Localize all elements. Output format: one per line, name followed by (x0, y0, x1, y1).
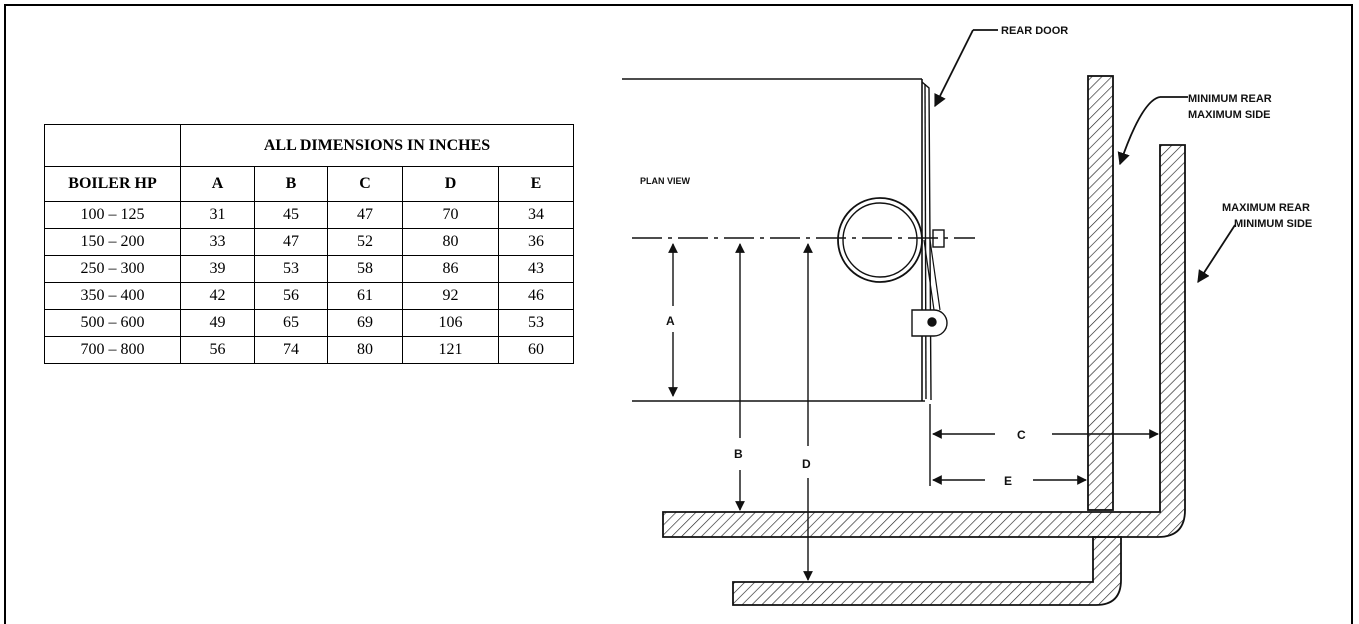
dimension-c (929, 404, 1159, 486)
hp-cell: 150 – 200 (44, 228, 181, 256)
hp-cell: 100 – 125 (44, 201, 181, 229)
value-cell: 46 (498, 282, 574, 310)
corner-cell (44, 124, 181, 167)
leader-max-rear (1197, 224, 1236, 284)
leader-min-rear (1117, 96, 1161, 166)
dim-b-label: B (734, 447, 743, 461)
table-header-row: ALL DIMENSIONS IN INCHES (44, 124, 574, 167)
hp-cell: 700 – 800 (44, 336, 181, 364)
hp-cell: 350 – 400 (44, 282, 181, 310)
value-cell: 34 (498, 201, 574, 229)
boiler-hp-header: BOILER HP (44, 166, 181, 202)
value-cell: 92 (402, 282, 499, 310)
min-side-label: MINIMUM SIDE (1234, 218, 1312, 230)
value-cell: 80 (327, 336, 403, 364)
dim-d-label: D (802, 457, 811, 471)
leader-rear-door (934, 29, 974, 108)
rear-wall-near (1087, 75, 1114, 511)
dim-e-label: E (1004, 474, 1012, 488)
value-cell: 60 (498, 336, 574, 364)
value-cell: 106 (402, 309, 499, 337)
col-header-c: C (327, 166, 403, 202)
value-cell: 74 (254, 336, 328, 364)
max-rear-label: MAXIMUM REAR (1222, 202, 1310, 214)
page-frame (4, 4, 1353, 624)
value-cell: 53 (254, 255, 328, 283)
burner-circle (837, 197, 923, 283)
wall-far-l-shape (732, 536, 1122, 606)
value-cell: 80 (402, 228, 499, 256)
value-cell: 121 (402, 336, 499, 364)
dim-a-label: A (666, 314, 675, 328)
rear-door-label: REAR DOOR (1001, 25, 1068, 37)
col-header-e: E (498, 166, 574, 202)
value-cell: 61 (327, 282, 403, 310)
table-row: 100 – 125 31 45 47 70 34 (44, 201, 574, 229)
value-cell: 69 (327, 309, 403, 337)
boiler-outline (622, 78, 925, 402)
wall-near-l-shape (662, 144, 1186, 538)
group-header: ALL DIMENSIONS IN INCHES (180, 124, 574, 167)
dim-c-label: C (1017, 428, 1026, 442)
leader-lines (934, 29, 1236, 284)
clearance-table: ALL DIMENSIONS IN INCHES BOILER HP A B C… (44, 124, 574, 364)
value-cell: 42 (180, 282, 255, 310)
value-cell: 86 (402, 255, 499, 283)
min-rear-label: MINIMUM REAR (1188, 93, 1272, 105)
table-row: 700 – 800 56 74 80 121 60 (44, 336, 574, 364)
table-row: 350 – 400 42 56 61 92 46 (44, 282, 574, 310)
max-side-label: MAXIMUM SIDE (1188, 109, 1271, 121)
value-cell: 36 (498, 228, 574, 256)
plan-view-label: PLAN VIEW (640, 176, 691, 186)
rear-door (911, 81, 948, 401)
value-cell: 47 (254, 228, 328, 256)
